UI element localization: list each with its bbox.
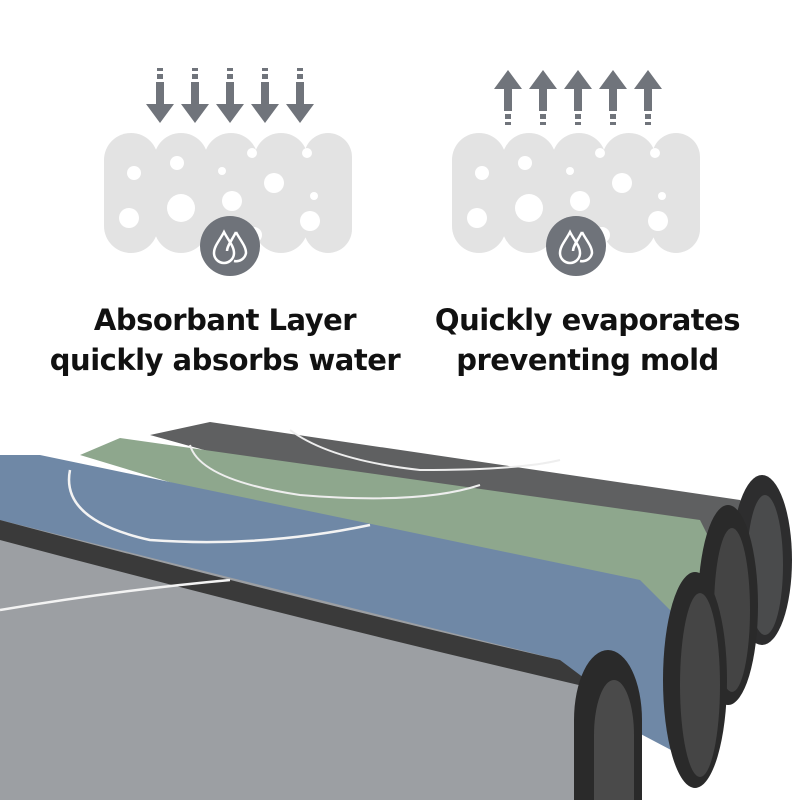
right-caption-line2: preventing mold [456, 343, 719, 377]
water-drops-icon [544, 214, 608, 278]
left-caption: Absorbant Layer quickly absorbs water [25, 300, 425, 380]
water-drops-icon [198, 214, 262, 278]
evaporate-arrows [494, 70, 662, 125]
right-caption-line1: Quickly evaporates [434, 303, 741, 337]
absorb-arrows [146, 68, 314, 123]
right-caption: Quickly evaporates preventing mold [400, 300, 775, 380]
left-caption-line2: quickly absorbs water [49, 343, 401, 377]
rolled-mats [0, 422, 792, 800]
left-caption-line1: Absorbant Layer [93, 303, 357, 337]
